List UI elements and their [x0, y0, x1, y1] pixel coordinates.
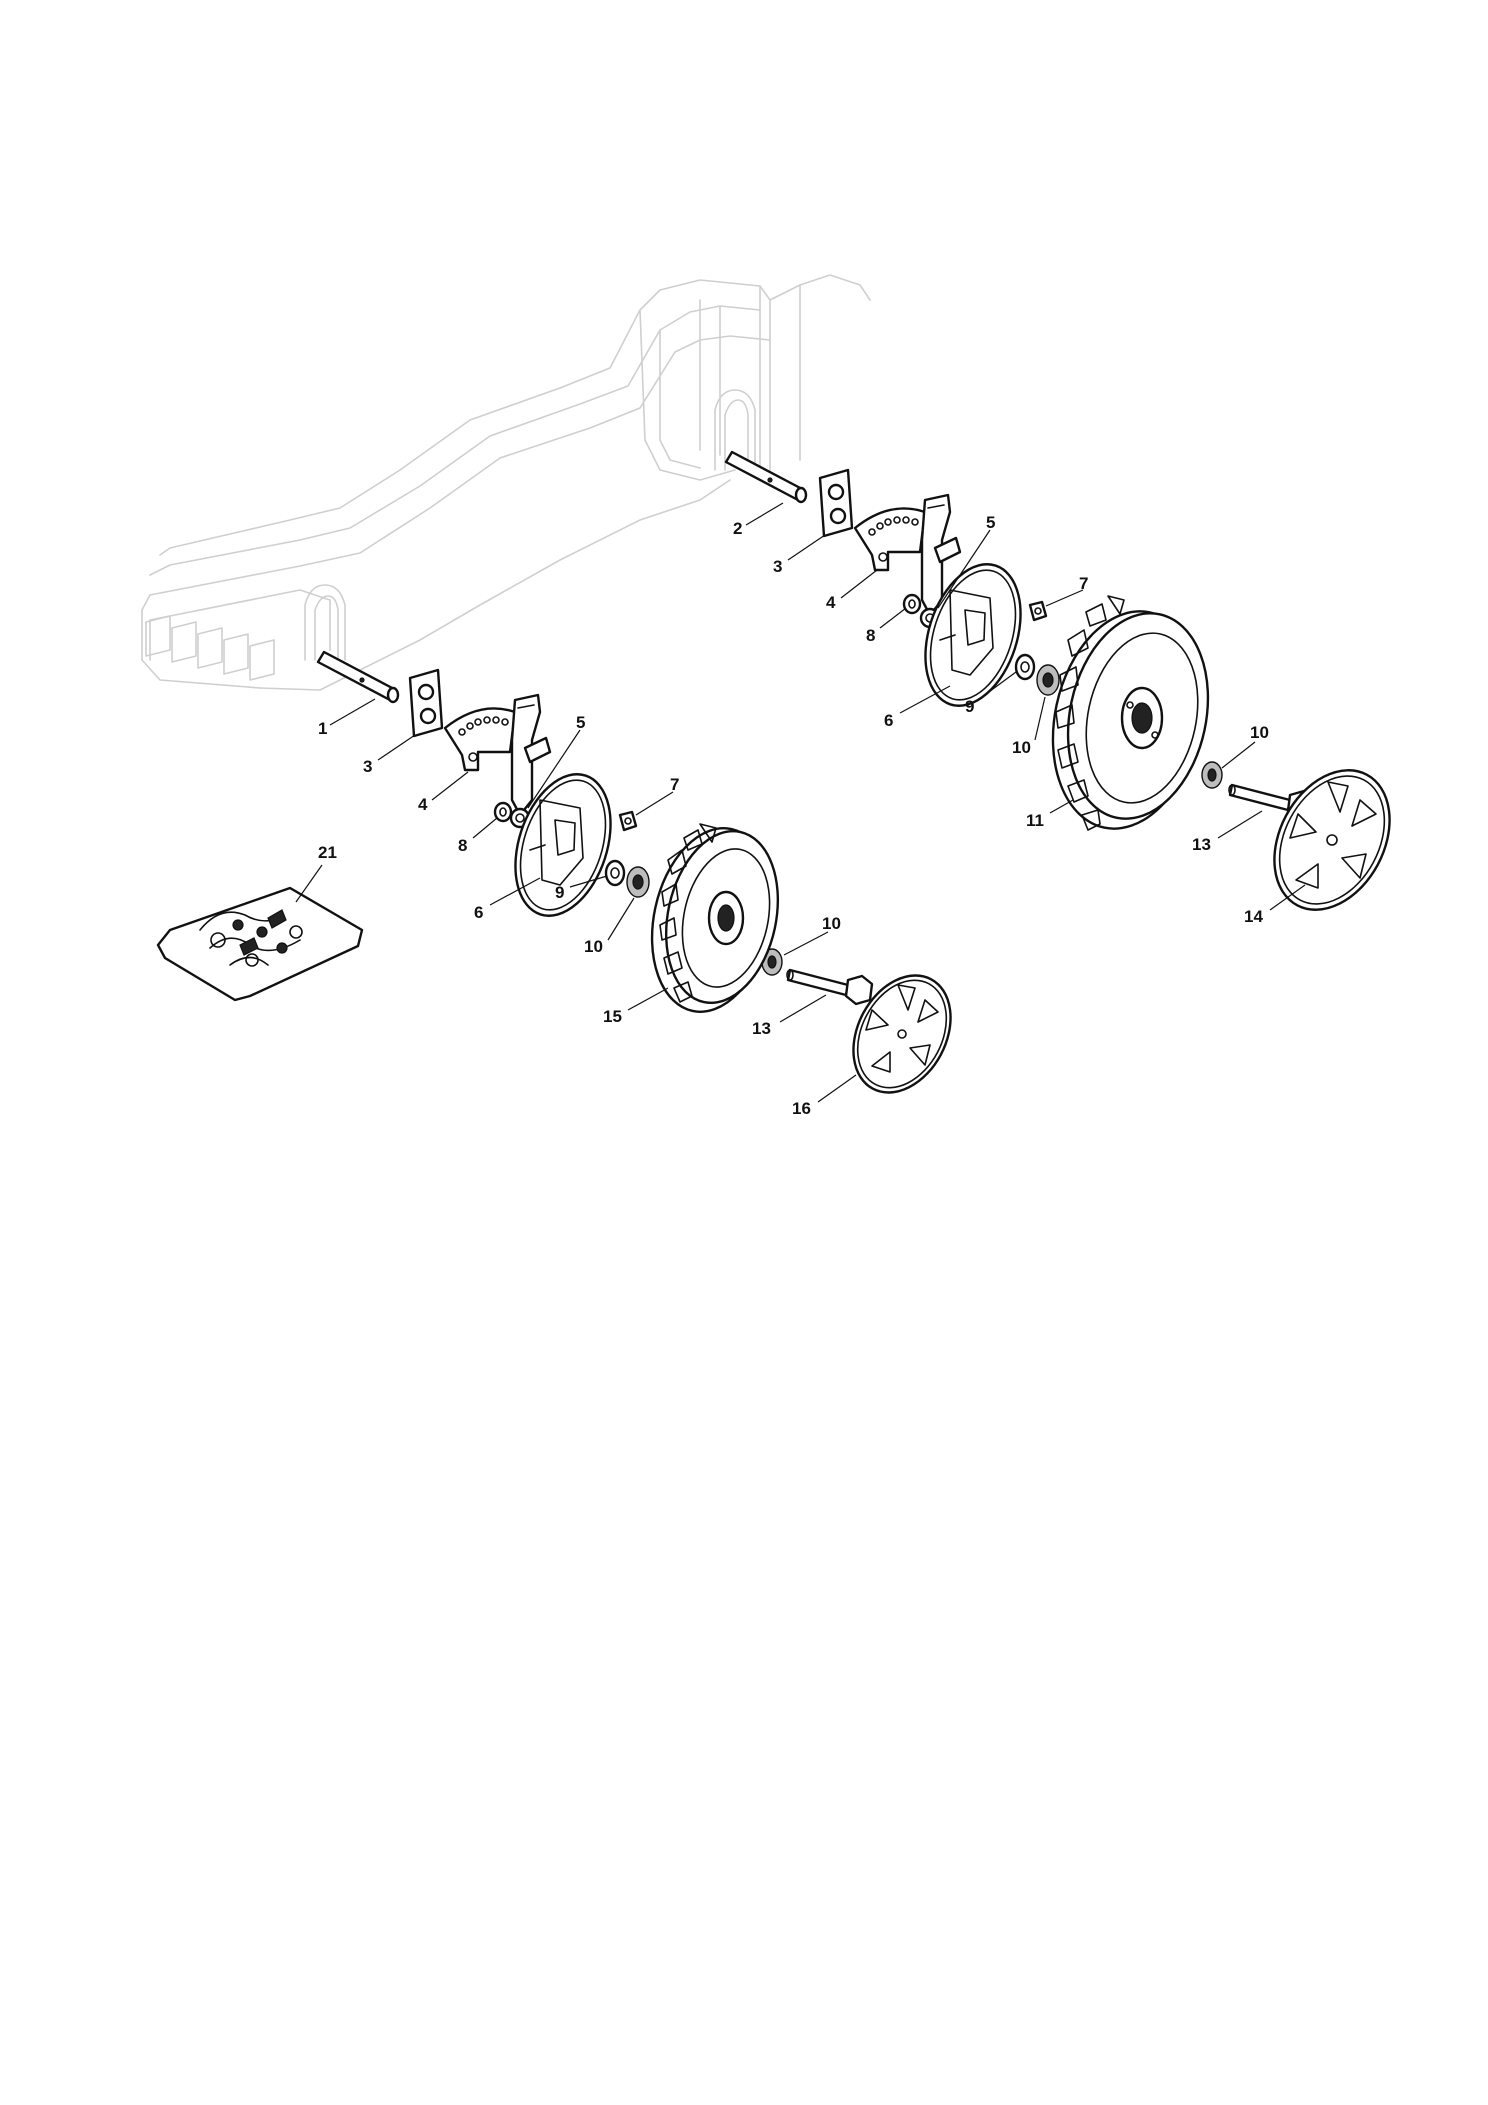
- leader-lines: [295, 502, 1306, 1103]
- square-nut-rear: [1028, 600, 1048, 622]
- callout-8-rear: 8: [866, 626, 875, 645]
- callout-7-front: 7: [670, 775, 679, 794]
- callout-13-rear: 13: [1192, 835, 1211, 854]
- callout-10-rear-outer: 10: [1250, 723, 1269, 742]
- height-plate-front: [408, 668, 444, 738]
- callout-3-front: 3: [363, 757, 372, 776]
- washer-front: [604, 859, 626, 887]
- callout-7-rear: 7: [1079, 574, 1088, 593]
- callout-3-rear: 3: [773, 557, 782, 576]
- callout-5-front: 5: [576, 713, 585, 732]
- callout-10-rear-inner: 10: [1012, 738, 1031, 757]
- height-plate-rear: [818, 468, 854, 538]
- bearing-front-inner: [626, 866, 650, 898]
- callout-21: 21: [318, 843, 337, 862]
- callout-6-rear: 6: [884, 711, 893, 730]
- wheel-inner-cover-front: [514, 773, 612, 917]
- callout-4-rear: 4: [826, 593, 836, 612]
- callout-13-front: 13: [752, 1019, 771, 1038]
- washer-rear: [1014, 653, 1036, 681]
- hardware-bag: [156, 886, 364, 1002]
- callout-labels: 1 2 3 3 4 4 5 5 6 6 7 7 8 8 9 9 10 10 10…: [318, 513, 1269, 1118]
- callout-14: 14: [1244, 907, 1263, 926]
- wheel-inner-cover-rear: [924, 563, 1022, 707]
- callout-6-front: 6: [474, 903, 483, 922]
- hubcap-front: [852, 974, 952, 1094]
- callout-9-rear: 9: [965, 697, 974, 716]
- callout-8-front: 8: [458, 836, 467, 855]
- front-axle: [316, 650, 400, 704]
- callout-2: 2: [733, 519, 742, 538]
- callout-10-front-inner: 10: [584, 937, 603, 956]
- bearing-rear-inner: [1036, 664, 1060, 696]
- front-wheel: [650, 823, 780, 1013]
- wheel-bolt-front: [786, 968, 874, 1006]
- callout-10-front-outer: 10: [822, 914, 841, 933]
- callout-1: 1: [318, 719, 327, 738]
- rear-wheel: [1051, 595, 1210, 831]
- height-sector-rear: [853, 507, 927, 572]
- square-nut-front: [618, 810, 638, 832]
- height-sector-front: [443, 707, 517, 772]
- mower-deck-outline: [141, 274, 871, 691]
- callout-9-front: 9: [555, 883, 564, 902]
- callout-11: 11: [1026, 811, 1044, 830]
- callout-16: 16: [792, 1099, 811, 1118]
- rear-axle: [724, 450, 808, 504]
- hubcap-rear: [1273, 769, 1391, 911]
- callout-15: 15: [603, 1007, 622, 1026]
- callout-5-rear: 5: [986, 513, 995, 532]
- bearing-rear-outer: [1201, 761, 1223, 789]
- spacer-front: [493, 801, 513, 823]
- callout-4-front: 4: [418, 795, 428, 814]
- spacer-rear: [902, 593, 922, 615]
